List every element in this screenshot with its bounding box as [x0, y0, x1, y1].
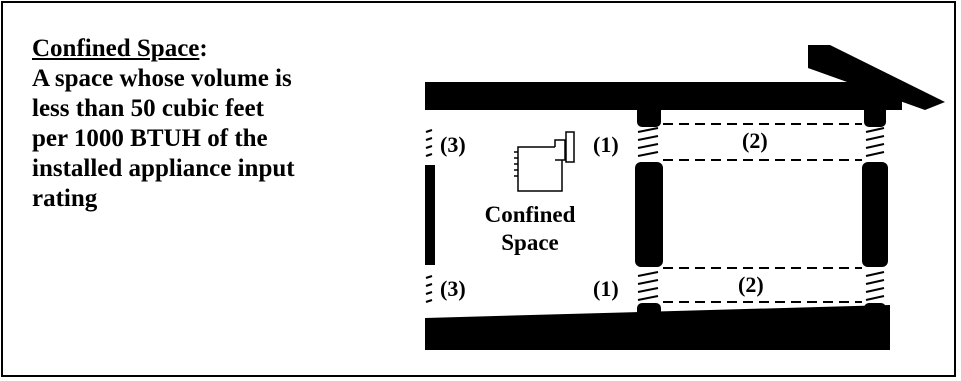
definition-line-4: installed appliance input — [32, 155, 295, 182]
right-wall-bottom — [864, 303, 886, 323]
louver-right-top — [865, 127, 885, 157]
opening-label-outer-left-top: (3) — [440, 132, 466, 157]
definition-line-2: less than 50 cubic feet — [32, 95, 264, 122]
definition-text: Confined Space: A space whose volume is … — [32, 34, 392, 214]
term-heading: Confined Space: — [32, 35, 208, 62]
roof-wall — [425, 82, 902, 110]
louver-right-bottom — [865, 271, 885, 301]
definition-line-5: rating — [32, 185, 98, 212]
opening-label-duct-bottom: (2) — [738, 272, 764, 297]
opening-label-wall-top: (1) — [593, 132, 619, 157]
interior-wall-bottom — [637, 303, 661, 323]
duct-bottom — [663, 267, 862, 303]
opening-label-duct-top: (2) — [742, 128, 768, 153]
duct-top — [663, 123, 862, 161]
louver-outer-left-top — [425, 129, 433, 157]
appliance-icon — [514, 131, 575, 192]
louver-wall-top — [637, 127, 659, 157]
floor-wall — [425, 305, 890, 350]
room-label-line-2: Space — [501, 230, 559, 255]
louver-outer-left-bottom — [425, 275, 433, 303]
louver-wall-bottom — [637, 271, 659, 301]
opening-label-outer-left-bottom: (3) — [440, 276, 466, 301]
left-wall-middle — [425, 165, 435, 265]
definition-line-3: per 1000 BTUH of the — [32, 125, 268, 152]
right-wall-top — [864, 105, 886, 127]
opening-label-wall-bottom: (1) — [593, 276, 619, 301]
interior-wall-top — [637, 105, 661, 127]
roof-overhang — [808, 45, 945, 110]
definition-line-1: A space whose volume is — [32, 65, 292, 92]
room-label-line-1: Confined — [485, 202, 576, 227]
right-wall-middle — [862, 162, 888, 267]
term-label: Confined Space — [32, 35, 200, 62]
interior-wall-middle — [635, 162, 663, 267]
